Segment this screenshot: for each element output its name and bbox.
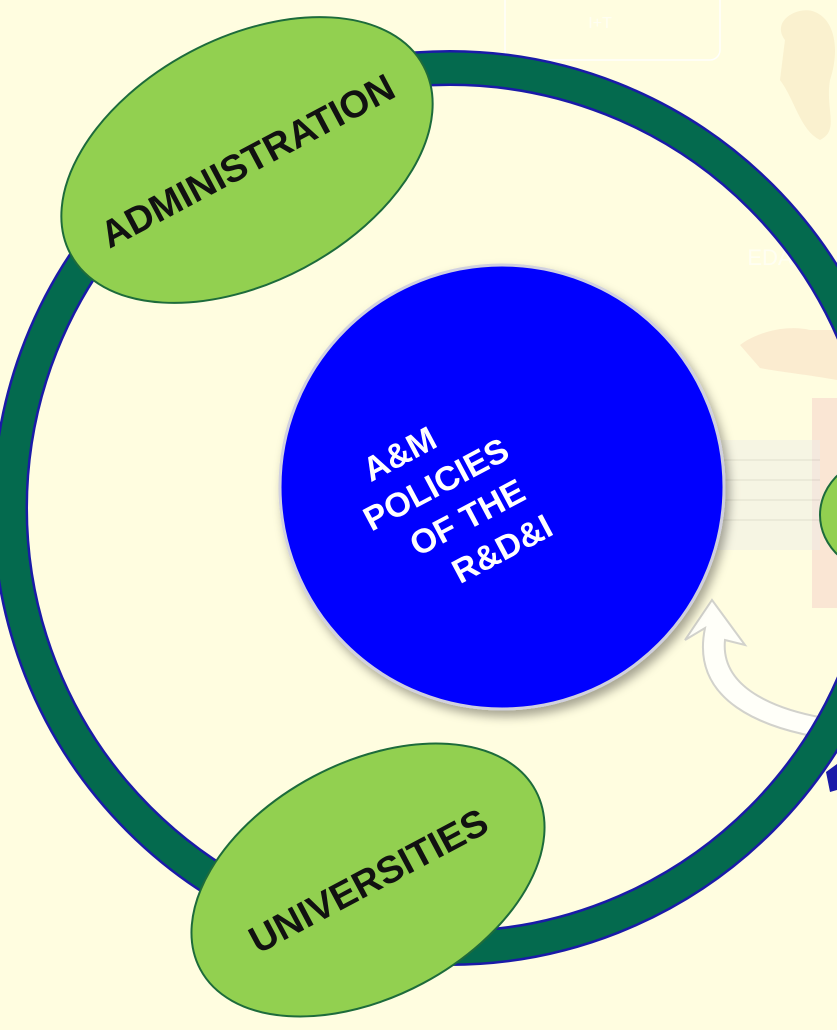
top-box-label: I+T <box>588 15 612 32</box>
right-ring-marker <box>826 764 837 792</box>
top-box <box>504 0 721 61</box>
administration-ellipse <box>60 16 434 304</box>
right-partial-node <box>819 474 837 556</box>
universities-ellipse <box>190 742 546 1018</box>
wings-emblem <box>740 328 837 380</box>
center-circle <box>278 263 726 711</box>
crest-emblem <box>780 10 835 140</box>
curved-arrow-emblem <box>684 598 837 742</box>
administration-node: ADMINISTRATION <box>60 16 434 304</box>
universities-node: UNIVERSITIES <box>190 742 546 1018</box>
center-node: A&M POLICIES OF THE R&D&I <box>278 263 726 711</box>
